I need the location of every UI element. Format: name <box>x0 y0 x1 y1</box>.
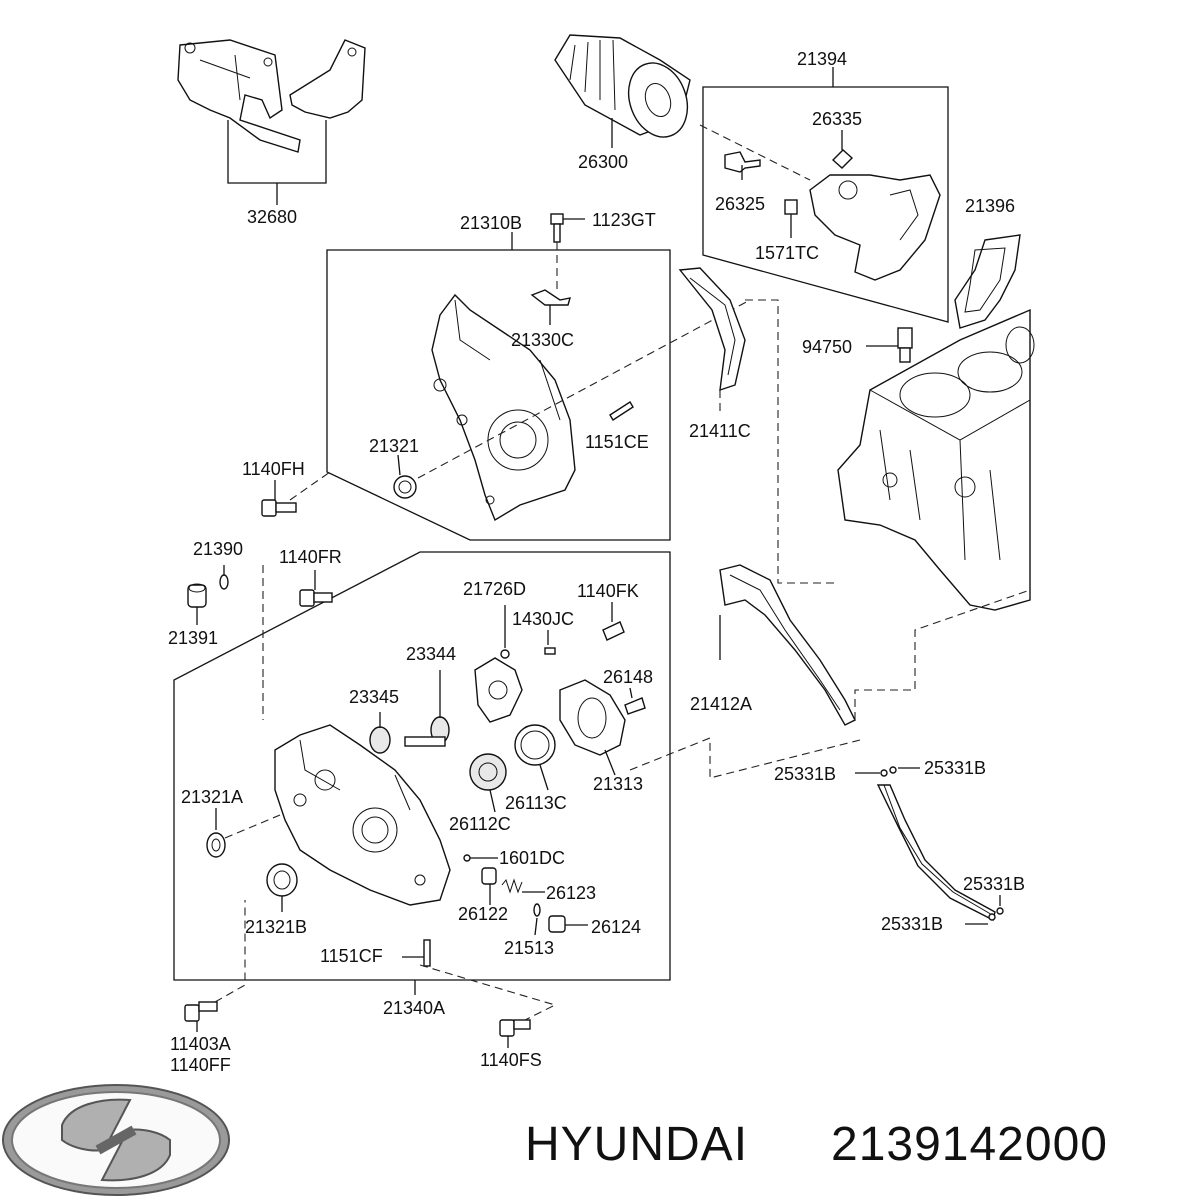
callout-94750: 94750 <box>802 337 852 357</box>
callout-26112C: 26112C <box>449 814 511 834</box>
callout-21321: 21321 <box>369 436 419 456</box>
callout-11403A: 11403A <box>170 1034 231 1054</box>
bolt-26148-part <box>624 697 646 715</box>
oil-pump-body-part <box>274 724 451 906</box>
spring-26123-part <box>501 878 523 894</box>
shaft-23344-part <box>404 716 450 747</box>
oil-filter-part <box>554 34 691 138</box>
callout-1151CE: 1151CE <box>585 432 649 452</box>
oil-pump-housing-part <box>724 149 941 281</box>
callout-21411C: 21411C <box>689 421 751 441</box>
dowel-1151CE-part <box>609 401 634 421</box>
oil-pressure-sensor-part <box>897 327 913 363</box>
callout-26335: 26335 <box>812 109 862 129</box>
callout-26300: 26300 <box>578 152 628 172</box>
gear-26113C-part <box>514 724 556 766</box>
brand-name: HYUNDAI <box>525 1118 748 1171</box>
callout-21412A: 21412A <box>690 694 752 714</box>
bolt-11403A-part <box>184 1001 218 1022</box>
callout-21513: 21513 <box>504 938 554 958</box>
gasket-21411C-part <box>678 267 746 392</box>
callout-21394: 21394 <box>797 49 847 69</box>
callout-26148: 26148 <box>603 667 653 687</box>
callout-21390: 21390 <box>193 539 243 559</box>
callout-1140FR: 1140FR <box>279 547 342 567</box>
bolt-1140FK-part <box>602 621 625 641</box>
bolt-1123GT-part <box>550 213 564 243</box>
callout-21396: 21396 <box>965 196 1015 216</box>
callout-26113C: 26113C <box>505 793 567 813</box>
callout-1601DC: 1601DC <box>499 848 565 868</box>
bolt-1140FH-part <box>261 499 297 517</box>
oring-21390-part <box>219 574 229 590</box>
callout-1571TC: 1571TC <box>755 243 819 263</box>
gear-26112C-part <box>469 753 507 791</box>
callout-32680: 32680 <box>247 207 297 227</box>
callout-21321B: 21321B <box>245 917 307 937</box>
gasket-21412A-part <box>719 564 856 726</box>
seal-21321B-part <box>266 863 298 897</box>
callout-21726D: 21726D <box>463 579 526 599</box>
seal-21321A-part <box>206 832 226 858</box>
plunger-26122-part <box>481 867 497 885</box>
plug-21391-part <box>187 583 207 608</box>
callout-21310B: 21310B <box>460 213 522 233</box>
callout-1140FF: 1140FF <box>170 1055 231 1075</box>
gasket-21396-part <box>954 234 1021 329</box>
callout-25331B-lower-right: 25331B <box>963 874 1025 894</box>
callout-23344: 23344 <box>406 644 456 664</box>
ring-21726D-part <box>500 649 510 659</box>
bolt-1140FR-part <box>299 589 333 607</box>
part-number: 2139142000 <box>831 1118 1108 1171</box>
bracket-21330C-part <box>530 289 571 306</box>
callout-1140FK: 1140FK <box>577 581 639 601</box>
washer-21513-part <box>533 903 541 917</box>
callout-23345: 23345 <box>349 687 399 707</box>
callout-1123GT: 1123GT <box>592 210 656 230</box>
callout-26124: 26124 <box>591 917 641 937</box>
plug-1601DC-part <box>463 854 471 862</box>
callout-21321A: 21321A <box>181 787 243 807</box>
dowel-1151CF-part <box>423 939 431 967</box>
pin-1430JC-part <box>544 647 556 655</box>
callout-21313: 21313 <box>593 774 643 794</box>
seal-21321-part <box>393 475 417 499</box>
callout-21391: 21391 <box>168 628 218 648</box>
hyundai-logo-icon <box>2 1084 230 1196</box>
callout-26123: 26123 <box>546 883 596 903</box>
callout-1151CF: 1151CF <box>320 946 383 966</box>
callout-25331B-lower-left: 25331B <box>881 914 943 934</box>
hose-25331B-part <box>876 766 1004 922</box>
timing-case-cover-part <box>431 293 576 522</box>
callout-1140FH: 1140FH <box>242 459 305 479</box>
callout-25331B-right: 25331B <box>924 758 986 778</box>
engine-bracket-part <box>177 39 366 153</box>
cover-21313-part <box>559 679 626 756</box>
callout-25331B-left: 25331B <box>774 764 836 784</box>
callout-21340A: 21340A <box>383 998 445 1018</box>
callout-26325: 26325 <box>715 194 765 214</box>
pump-cover-part <box>474 657 523 723</box>
gear-23345-part <box>369 726 391 754</box>
callout-1430JC: 1430JC <box>512 609 574 629</box>
plug-26124-part <box>548 915 566 933</box>
callout-21330C: 21330C <box>511 330 574 350</box>
callout-1140FS: 1140FS <box>480 1050 542 1070</box>
callout-26122: 26122 <box>458 904 508 924</box>
engine-block-part <box>837 308 1035 611</box>
bolt-1140FS-part <box>499 1019 531 1037</box>
